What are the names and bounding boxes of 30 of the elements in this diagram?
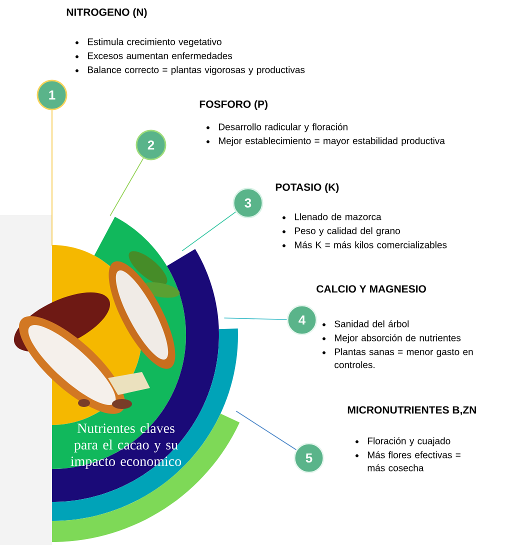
arc-band bbox=[52, 249, 219, 502]
heading: FOSFORO (P) bbox=[200, 100, 268, 110]
bullet-item: Balance correcto = plantas vigorosas y productivas bbox=[76, 66, 305, 76]
bullet-item: Excesos aumentan enfermedades bbox=[76, 52, 232, 60]
number-badge: 2 bbox=[136, 130, 166, 160]
bullet-item: Sanidad del árbol bbox=[322, 320, 409, 328]
bullet-item: Floración y cuajado bbox=[356, 437, 450, 446]
arc-band bbox=[52, 328, 238, 521]
leader-line bbox=[224, 318, 288, 320]
number-badge: 4 bbox=[286, 304, 318, 336]
heading: POTASIO (K) bbox=[276, 183, 339, 193]
leader-line bbox=[110, 158, 144, 216]
number-badge: 3 bbox=[232, 188, 264, 218]
heading: CALCIO Y MAGNESIO bbox=[316, 285, 426, 293]
bullet-item: Mejor establecimiento = mayor estabilidad productiva bbox=[206, 137, 445, 146]
bullet-item: Mejor absorción de nutrientes bbox=[322, 334, 461, 344]
heading: MICRONUTRIENTES B,ZN bbox=[348, 406, 476, 416]
bullet-item: Más flores efectivas = más cosecha bbox=[356, 451, 460, 472]
number-badge: 5 bbox=[294, 442, 324, 474]
leader-line bbox=[182, 212, 236, 252]
bullet-item: Desarrollo radicular y floración bbox=[206, 123, 348, 132]
bullet-item: Llenado de mazorca bbox=[282, 213, 382, 220]
arc-band bbox=[52, 414, 240, 542]
leader-line bbox=[236, 410, 297, 450]
bullet-item: Plantas sanas = menor gasto en controles. bbox=[322, 348, 473, 368]
number-badge: 1 bbox=[36, 80, 68, 110]
heading: NITROGENO (N) bbox=[66, 8, 147, 18]
bullet-item: Estimula crecimiento vegetativo bbox=[76, 38, 222, 48]
bullet-item: Peso y calidad del grano bbox=[282, 227, 400, 236]
bullet-item: Más K = más kilos comercializables bbox=[282, 241, 447, 248]
